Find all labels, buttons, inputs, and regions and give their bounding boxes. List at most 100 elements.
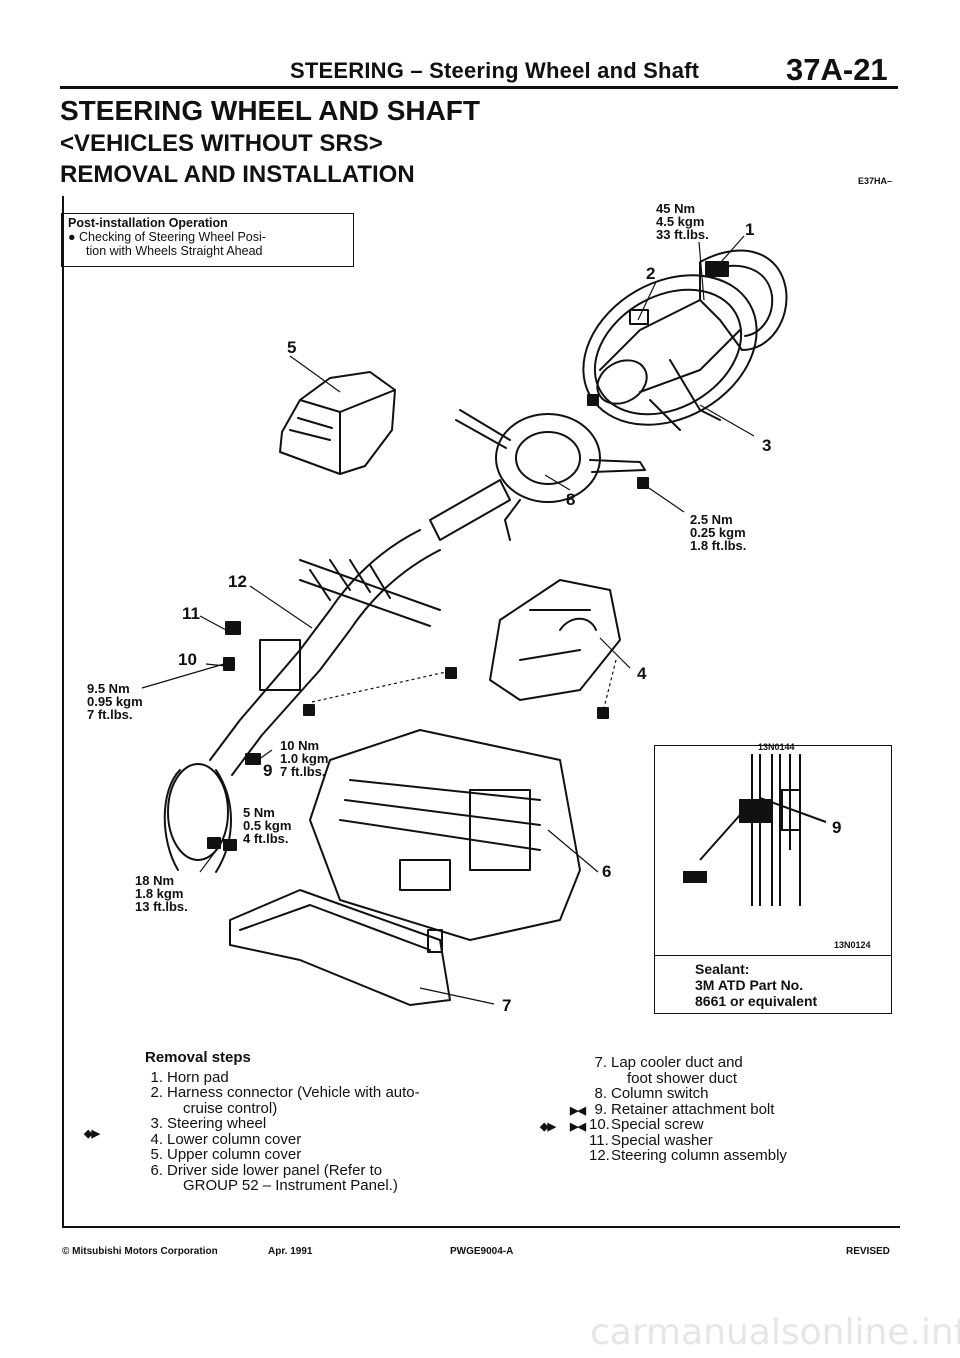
callout-2: 2: [646, 264, 656, 283]
harness-connector-drawing: [629, 309, 649, 325]
callout-6: 6: [602, 862, 612, 881]
step-6: 6.Driver side lower panel (Refer to: [145, 1161, 505, 1179]
callout-8: 8: [566, 490, 576, 509]
step-8: 8.Column switch: [589, 1086, 889, 1102]
lower-panel-drawing: [309, 729, 581, 941]
step-text: Lower column cover: [167, 1130, 302, 1148]
removal-steps-left: Removal steps 1.Horn pad 2.Harness conne…: [145, 1050, 505, 1194]
page-number: 37A-21: [786, 52, 888, 87]
callout-11: 11: [182, 604, 200, 623]
step-number: 6.: [150, 1161, 163, 1179]
callout-4: 4: [637, 664, 647, 683]
step-9: 9.Retainer attachment bolt: [589, 1100, 889, 1118]
watermark: carmanualsonline.info: [590, 1312, 960, 1353]
torque-label-95: 9.5 Nm 0.95 kgm 7 ft.lbs.: [87, 682, 143, 721]
section-title: STEERING – Steering Wheel and Shaft: [290, 58, 700, 83]
steering-column-drawing: [163, 479, 511, 873]
step-text: Lap cooler duct and: [611, 1054, 743, 1071]
mark-step-9: ▶◀: [570, 1105, 586, 1117]
callout-7: 7: [502, 996, 512, 1015]
torque-45-kgm: 4.5 kgm: [656, 214, 705, 229]
callout-10: 10: [178, 650, 197, 669]
step-text: Steering wheel: [167, 1115, 267, 1132]
step-5: 5.Upper column cover: [145, 1147, 505, 1163]
mark-step-10b: ▶◀: [570, 1121, 586, 1133]
page-title: STEERING WHEEL AND SHAFT: [60, 95, 481, 126]
step-number: 4.: [150, 1130, 163, 1148]
post-installation-box: Post-installation Operation ● Checking o…: [61, 213, 354, 267]
torque-label-5: 5 Nm 0.5 kgm 4 ft.lbs.: [243, 806, 291, 845]
leader-lines: [141, 235, 755, 1005]
inset-detail-drawing: [683, 754, 827, 906]
torque-18-kgm: 1.8 kgm: [135, 886, 184, 901]
torque-5-nm: 5 Nm: [243, 805, 275, 820]
step-6-cont: GROUP 52 – Instrument Panel.): [183, 1177, 398, 1194]
torque-10-nm: 10 Nm: [280, 738, 320, 753]
torque-5-ftlbs: 4 ft.lbs.: [243, 831, 289, 846]
diagram-code-main: 13N0144: [758, 742, 795, 752]
bullet-line-2: tion with Wheels Straight Ahead: [86, 244, 263, 258]
torque-95-kgm: 0.95 kgm: [87, 694, 143, 709]
step-number: 9.: [594, 1100, 607, 1118]
callout-3: 3: [762, 436, 772, 455]
torque-5-kgm: 0.5 kgm: [243, 818, 292, 833]
lower-column-cover-drawing: [489, 579, 621, 701]
torque-label-10: 10 Nm 1.0 kgm 7 ft.lbs.: [280, 739, 328, 778]
inset-callout-9: 9: [832, 818, 842, 837]
step-2-cont: cruise control): [183, 1099, 278, 1117]
callout-9: 9: [263, 761, 273, 780]
callout-5: 5: [287, 338, 297, 357]
torque-10-kgm: 1.0 kgm: [280, 751, 329, 766]
step-text: Horn pad: [167, 1068, 229, 1086]
footer-code: PWGE9004-A: [450, 1246, 514, 1257]
lap-cooler-duct-drawing: [229, 889, 451, 1006]
horn-pad-drawing: [699, 249, 788, 351]
footer-status: REVISED: [846, 1246, 890, 1257]
page-subtitle: <VEHICLES WITHOUT SRS>: [60, 130, 383, 157]
sealant-line-1: Sealant:: [695, 961, 750, 977]
step-10: 10.Special screw: [589, 1117, 889, 1133]
sealant-box: Sealant: 3M ATD Part No. 8661 or equival…: [654, 956, 892, 1014]
step-text: Special screw: [611, 1116, 704, 1133]
step-number: 12.: [589, 1147, 610, 1164]
bolts-drawing: [207, 394, 649, 851]
torque-label-18: 18 Nm 1.8 kgm 13 ft.lbs.: [135, 874, 188, 913]
step-2: 2.Harness connector (Vehicle with auto-: [145, 1085, 505, 1101]
step-number: 2.: [150, 1084, 163, 1101]
step-4: 4.Lower column cover: [145, 1130, 505, 1148]
section-heading: REMOVAL AND INSTALLATION: [60, 161, 415, 188]
step-text: Special washer: [611, 1131, 713, 1149]
torque-18-ftlbs: 13 ft.lbs.: [135, 899, 188, 914]
removal-steps-heading: Removal steps: [145, 1049, 251, 1066]
footer-date: Apr. 1991: [268, 1246, 313, 1257]
torque-95-nm: 9.5 Nm: [87, 681, 130, 696]
footer-copyright: © Mitsubishi Motors Corporation: [62, 1246, 218, 1257]
post-installation-bullet: ● Checking of Steering Wheel Posi-: [68, 230, 266, 244]
callout-1: 1: [745, 220, 755, 239]
sealant-line-2: 3M ATD Part No.: [695, 977, 804, 993]
diagram-code-inset: 13N0124: [834, 940, 871, 950]
doc-code: E37HA–: [858, 176, 893, 186]
torque-25-kgm: 0.25 kgm: [690, 525, 746, 540]
step-text: Upper column cover: [167, 1146, 302, 1163]
torque-25-nm: 2.5 Nm: [690, 512, 733, 527]
step-number: 5.: [150, 1146, 163, 1163]
column-switch-drawing: [455, 409, 646, 541]
step-11: 11.Special washer: [589, 1131, 889, 1149]
mark-step-10a: ◆▶: [540, 1121, 556, 1133]
step-text: Steering column assembly: [611, 1147, 787, 1164]
upper-column-cover-drawing: [279, 371, 396, 475]
step-7: 7.Lap cooler duct and: [589, 1055, 889, 1071]
torque-45-nm: 45 Nm: [656, 201, 696, 216]
step-text: Retainer attachment bolt: [611, 1100, 775, 1118]
step-number: 3.: [150, 1115, 163, 1132]
step-12: 12.Steering column assembly: [589, 1148, 889, 1164]
sealant-line-3: 8661 or equivalent: [695, 993, 818, 1009]
mark-step-3: ◆▶: [84, 1128, 100, 1140]
post-installation-title: Post-installation Operation: [68, 216, 228, 230]
torque-label-25: 2.5 Nm 0.25 kgm 1.8 ft.lbs.: [690, 513, 746, 552]
step-number: 7.: [594, 1054, 607, 1071]
removal-steps-right: 7.Lap cooler duct and foot shower duct 8…: [589, 1055, 889, 1164]
header-rule: [60, 86, 898, 89]
